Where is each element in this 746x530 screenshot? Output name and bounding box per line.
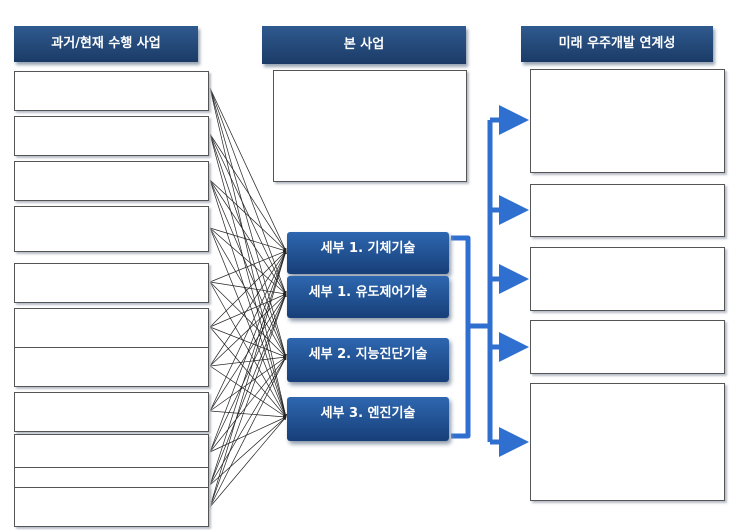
past-project-box-3 <box>14 161 209 201</box>
connector-line <box>209 227 287 358</box>
connector-line <box>209 293 287 508</box>
connector-line <box>209 179 287 252</box>
connector-line <box>209 293 287 328</box>
connector-line <box>209 227 287 295</box>
subproject-guidance-control: 세부 1. 유도제어기술 <box>287 276 449 318</box>
connector-line <box>209 281 287 418</box>
connector-line <box>209 133 287 295</box>
connector-line <box>209 326 287 358</box>
connector-line <box>209 179 287 418</box>
past-project-box-4 <box>14 206 209 252</box>
connector-line <box>209 133 287 252</box>
connector-line <box>209 250 287 367</box>
right-column-header-text: 미래 우주개발 연계성 <box>558 36 676 51</box>
connector-line <box>209 326 287 418</box>
connector-line <box>209 179 287 295</box>
connector-line <box>209 281 287 296</box>
past-project-box-7 <box>14 347 209 387</box>
future-link-box-3 <box>530 247 725 311</box>
subproject-intelligent-diagnosis: 세부 2. 지능진단기술 <box>287 338 449 382</box>
connector-line <box>209 227 287 418</box>
connector-line <box>209 87 287 252</box>
center-column-header-title: 본 사업 <box>343 37 385 52</box>
past-project-box-1 <box>14 71 209 111</box>
subproject-title: 세부 2. 지능진단기술 <box>308 347 428 362</box>
connector-line <box>209 250 287 283</box>
past-project-box-8 <box>14 392 209 432</box>
past-project-box-11 <box>14 487 209 527</box>
connector-line <box>209 179 287 358</box>
past-project-box-2 <box>14 116 209 156</box>
future-link-box-5 <box>530 383 725 501</box>
connector-line <box>209 293 287 367</box>
connector-line <box>209 356 287 412</box>
connector-line <box>209 250 287 328</box>
connector-line <box>209 293 287 412</box>
left-column-header-text: 과거/현재 수행 사업 <box>51 36 161 51</box>
connector-line <box>209 87 288 418</box>
right-column-header: 미래 우주개발 연계성 <box>521 26 713 62</box>
bracket-connector <box>451 235 471 439</box>
connector-line <box>209 250 287 412</box>
subproject-title: 세부 1. 유도제어기술 <box>308 285 428 300</box>
connector-line <box>209 365 287 418</box>
connector-line <box>209 133 287 418</box>
future-link-box-2 <box>530 184 725 237</box>
connector-line <box>209 293 287 486</box>
connector-line <box>209 281 287 358</box>
past-project-box-5 <box>14 263 209 303</box>
subproject-airframe: 세부 1. 기체기술 <box>287 232 449 274</box>
connector-line <box>209 87 287 358</box>
future-link-box-1 <box>530 69 725 173</box>
trunk-connector <box>468 120 493 329</box>
left-column-header: 과거/현재 수행 사업 <box>14 26 198 62</box>
subproject-title: 세부 1. 기체기술 <box>320 241 416 256</box>
connector-line <box>209 416 287 486</box>
connector-line <box>209 410 287 419</box>
future-link-box-4 <box>530 320 725 374</box>
connector-line <box>209 250 287 453</box>
subproject-title: 세부 3. 엔진기술 <box>320 406 416 421</box>
connector-line <box>209 227 287 252</box>
main-project-info-box <box>273 70 467 182</box>
center-column-header: 본 사업 <box>262 26 466 64</box>
subproject-engine: 세부 3. 엔진기술 <box>287 397 449 441</box>
connector-line <box>209 416 287 508</box>
connector-line <box>209 87 287 295</box>
connector-line <box>209 355 287 367</box>
connector-line <box>209 293 287 453</box>
connector-line <box>209 250 287 508</box>
past-project-box-6 <box>14 308 209 348</box>
connector-line <box>209 356 287 453</box>
connector-line <box>209 356 287 508</box>
connector-line <box>209 250 287 486</box>
